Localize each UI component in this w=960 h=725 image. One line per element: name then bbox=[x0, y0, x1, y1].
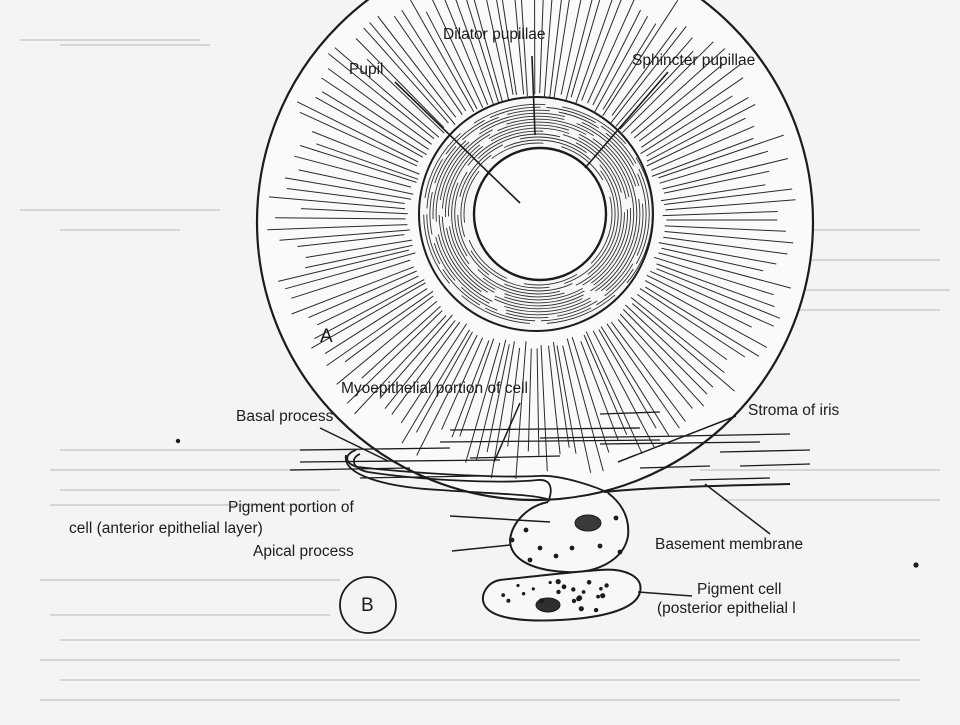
pigment-granule bbox=[587, 580, 592, 585]
pigment-granule bbox=[576, 596, 581, 601]
pigment-granule bbox=[501, 593, 505, 597]
epithelial-cell-figure bbox=[176, 403, 919, 633]
pigment-granule bbox=[594, 608, 598, 612]
pigment-granule bbox=[539, 598, 544, 603]
stray-dot bbox=[176, 439, 180, 443]
label-sphincter-pupillae: Sphincter pupillae bbox=[632, 53, 755, 69]
pigment-granule bbox=[598, 544, 603, 549]
pigment-granule bbox=[528, 558, 533, 563]
anterior-nucleus bbox=[575, 515, 601, 531]
pigment-granule bbox=[599, 587, 603, 591]
stroma-fiber bbox=[740, 464, 810, 466]
pigment-granule bbox=[549, 581, 552, 584]
pigment-granule bbox=[506, 599, 510, 603]
label-pupil: Pupil bbox=[349, 62, 383, 78]
pigment-granule bbox=[538, 546, 543, 551]
pigment-granule bbox=[614, 516, 619, 521]
label-apical-process: Apical process bbox=[253, 544, 354, 560]
stray-dot bbox=[913, 562, 918, 567]
label-pigment-cell-line2: (posterior epithelial l bbox=[657, 601, 796, 617]
label-pigment-cell-line1: Pigment cell bbox=[697, 582, 781, 598]
basement-membrane-line bbox=[604, 484, 790, 492]
pigment-granule bbox=[524, 528, 529, 533]
pigment-cell-body bbox=[483, 570, 641, 621]
stroma-fiber bbox=[720, 450, 810, 452]
label-basal-process: Basal process bbox=[236, 409, 333, 425]
apical-leader bbox=[452, 545, 510, 551]
pigment-granule bbox=[570, 546, 575, 551]
stroma-fiber bbox=[690, 478, 770, 480]
panel-label-b: B bbox=[361, 596, 374, 615]
pigment-cell-leader bbox=[638, 592, 692, 596]
label-stroma-of-iris: Stroma of iris bbox=[748, 403, 839, 419]
pigment-granule bbox=[596, 595, 600, 599]
pigment-granule bbox=[510, 538, 515, 543]
iris-figure bbox=[257, 0, 813, 500]
pigment-granule bbox=[562, 584, 567, 589]
pigment-granule bbox=[556, 579, 561, 584]
pigment-granule bbox=[600, 593, 605, 598]
label-pigment-portion-line1: Pigment portion of bbox=[228, 500, 354, 516]
pigment-granule bbox=[582, 590, 586, 594]
label-dilator-pupillae: Dilator pupillae bbox=[443, 27, 546, 43]
pigment-granule bbox=[554, 554, 559, 559]
panel-label-a: A bbox=[320, 327, 333, 346]
pigment-granule bbox=[572, 599, 576, 603]
pigment-granule bbox=[522, 592, 525, 595]
pigment-granule bbox=[618, 550, 623, 555]
pigment-granule bbox=[556, 590, 560, 594]
pigment-granule bbox=[571, 587, 575, 591]
label-pigment-portion-line2: cell (anterior epithelial layer) bbox=[69, 521, 263, 537]
pigment-granule bbox=[532, 587, 535, 590]
pigment-granule bbox=[604, 583, 608, 587]
label-myoepithelial-portion: Myoepithelial portion of cell bbox=[341, 381, 528, 397]
pigment-granule bbox=[516, 584, 519, 587]
label-basement-membrane: Basement membrane bbox=[655, 537, 803, 553]
pigment-granule bbox=[579, 606, 584, 611]
basement-leader bbox=[705, 484, 770, 534]
